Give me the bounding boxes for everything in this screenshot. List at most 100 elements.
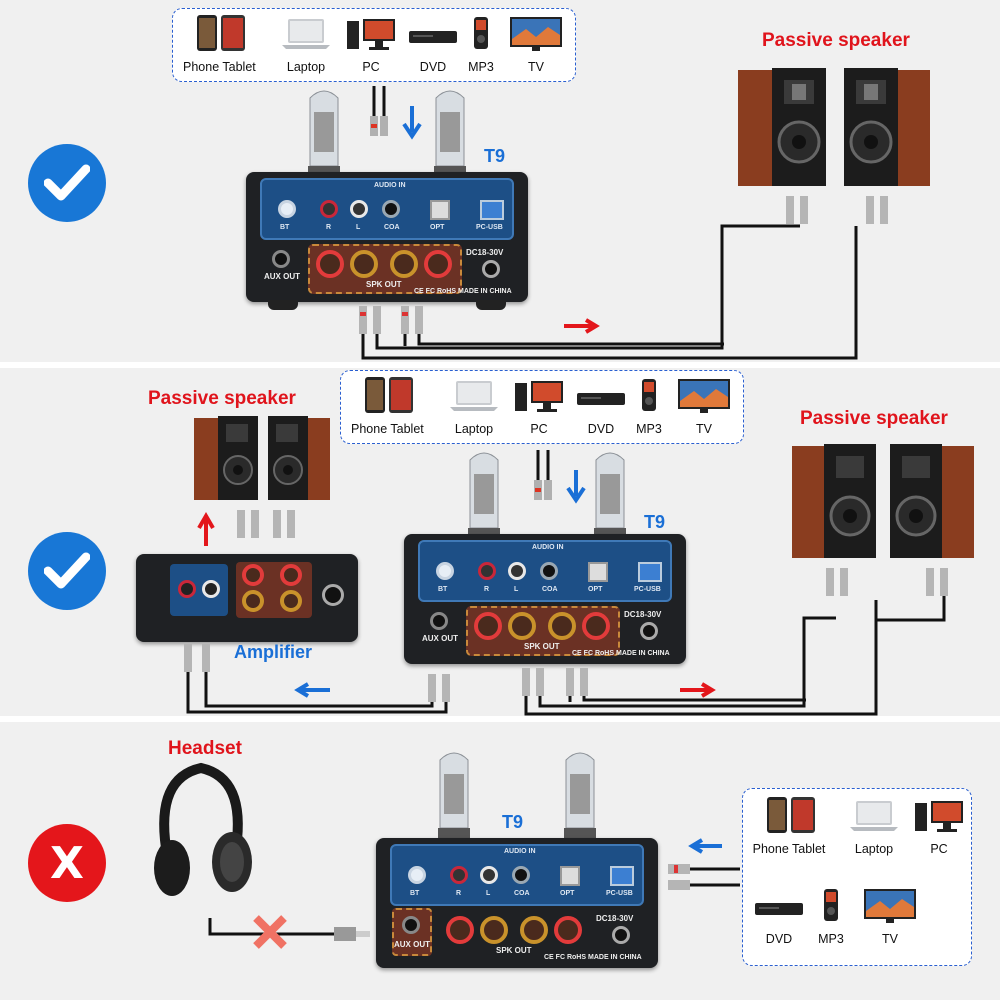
aux-out-label: AUX OUT (422, 634, 458, 643)
bt-label: BT (410, 890, 420, 897)
pc-usb-input (480, 200, 504, 220)
source-tv: TV (671, 375, 737, 436)
tv-label: TV (528, 60, 544, 74)
source-tv: TV (857, 885, 923, 946)
tv-label: TV (696, 422, 712, 436)
rca-input-cable (370, 86, 422, 140)
vacuum-tube-right (594, 452, 626, 538)
source-mp3: MP3 (459, 13, 503, 74)
rca-r-input (478, 562, 496, 580)
opt-label: OPT (588, 586, 603, 593)
x-icon: X (50, 837, 84, 889)
made-in-china-label: MADE IN CHINA (458, 288, 512, 295)
headset-icon (154, 762, 252, 896)
coaxial-input (382, 200, 400, 218)
dvd-label: DVD (419, 60, 447, 74)
passive-speakers-pair (792, 444, 974, 558)
rca-l-input (202, 580, 220, 598)
laptop-label: Laptop (286, 60, 326, 74)
t9-amplifier: AUDIO IN BT R L COA OPT PC-USB AUX OUT S… (376, 838, 658, 968)
spk-out-label: SPK OUT (524, 642, 560, 651)
amp-foot (268, 300, 298, 310)
source-laptop: Laptop (439, 375, 509, 436)
coaxial-input (512, 866, 530, 884)
rca-r-input (320, 200, 338, 218)
source-mp3: MP3 (627, 375, 671, 436)
source-phone-tablet: Phone Tablet (183, 13, 256, 74)
pc-icon (347, 19, 395, 50)
l-label: L (486, 890, 491, 897)
cert-label: CE FC RoHS (544, 954, 586, 961)
mp3-player-icon (642, 379, 656, 411)
dvd-icon (409, 31, 457, 43)
speaker-post-4 (424, 250, 452, 278)
spk-out-label: SPK OUT (366, 280, 402, 289)
cert-label: CE FC RoHS (414, 288, 456, 295)
bt-antenna-jack (436, 562, 454, 580)
speaker-post-1 (446, 916, 474, 944)
l-label: L (356, 224, 361, 231)
dvd-label: DVD (765, 932, 793, 946)
audio-in-label: AUDIO IN (532, 544, 564, 551)
source-laptop: Laptop (271, 13, 341, 74)
mp3-label: MP3 (636, 422, 662, 436)
rca-r-input (178, 580, 196, 598)
coa-label: COA (542, 586, 558, 593)
amplifier-label: Amplifier (234, 642, 313, 662)
scenario-panel-1: Phone Tablet Laptop PC DVD MP3 TV Passiv… (0, 0, 1000, 362)
dc-power-jack (640, 622, 658, 640)
rca-l-input (480, 866, 498, 884)
coa-label: COA (514, 890, 530, 897)
vacuum-tube-right (564, 752, 596, 838)
check-badge (28, 144, 106, 222)
speaker-post-2 (480, 916, 508, 944)
laptop-icon (282, 19, 330, 49)
check-icon (44, 552, 90, 589)
made-in-china-label: MADE IN CHINA (588, 954, 642, 961)
source-dvd: DVD (403, 13, 463, 74)
external-amplifier (136, 554, 358, 642)
speaker-post-4 (554, 916, 582, 944)
passive-speaker-title: Passive speaker (800, 408, 948, 429)
dc-power-jack (482, 260, 500, 278)
vacuum-tube-left (308, 90, 340, 176)
amp-speaker-panel (236, 562, 312, 618)
dc-label: DC18-30V (624, 610, 662, 619)
opt-label: OPT (560, 890, 575, 897)
r-label: R (456, 890, 462, 897)
r-label: R (326, 224, 332, 231)
passive-speakers-pair (738, 68, 930, 186)
cert-label: CE FC RoHS (572, 650, 614, 657)
speaker-post-1 (474, 612, 502, 640)
bt-label: BT (280, 224, 290, 231)
source-devices-box: Phone Tablet Laptop PC DVD MP3 TV (340, 370, 744, 444)
t9-label: T9 (644, 512, 666, 532)
amp-foot (476, 300, 506, 310)
laptop-icon (450, 381, 498, 411)
dc-power-jack (612, 926, 630, 944)
check-badge (28, 532, 106, 610)
scenario-panel-2: Phone Tablet Laptop PC DVD MP3 TV Passiv… (0, 368, 1000, 716)
speaker-post-3 (390, 250, 418, 278)
tv-icon (510, 17, 562, 51)
mp3-label: MP3 (818, 932, 844, 946)
speaker-out-panel: SPK OUT (438, 910, 592, 960)
source-devices-box: Phone Tablet Laptop PC DVD MP3 TV (172, 8, 576, 82)
audio-in-label: AUDIO IN (504, 848, 536, 855)
passive-speaker-title: Passive speaker (762, 30, 910, 51)
aux-out-port: AUX OUT (264, 248, 300, 284)
l-label: L (514, 586, 519, 593)
source-devices-box: Phone Tablet Laptop PC DVD MP3 TV (742, 788, 972, 966)
pc-icon (915, 801, 963, 832)
bt-antenna-jack (278, 200, 296, 218)
optical-input (588, 562, 608, 582)
coa-label: COA (384, 224, 400, 231)
laptop-label: Laptop (454, 422, 494, 436)
rca-r-input (450, 866, 468, 884)
source-dvd: DVD (571, 375, 631, 436)
passive-speakers-pair (194, 416, 330, 500)
scenario-panel-3: X Headset T9 AUDIO IN BT R L (0, 722, 1000, 1000)
headset-title: Headset (168, 738, 242, 759)
audio-in-panel: AUDIO IN BT R L COA OPT PC-USB (418, 540, 672, 602)
vacuum-tube-left (468, 452, 500, 538)
